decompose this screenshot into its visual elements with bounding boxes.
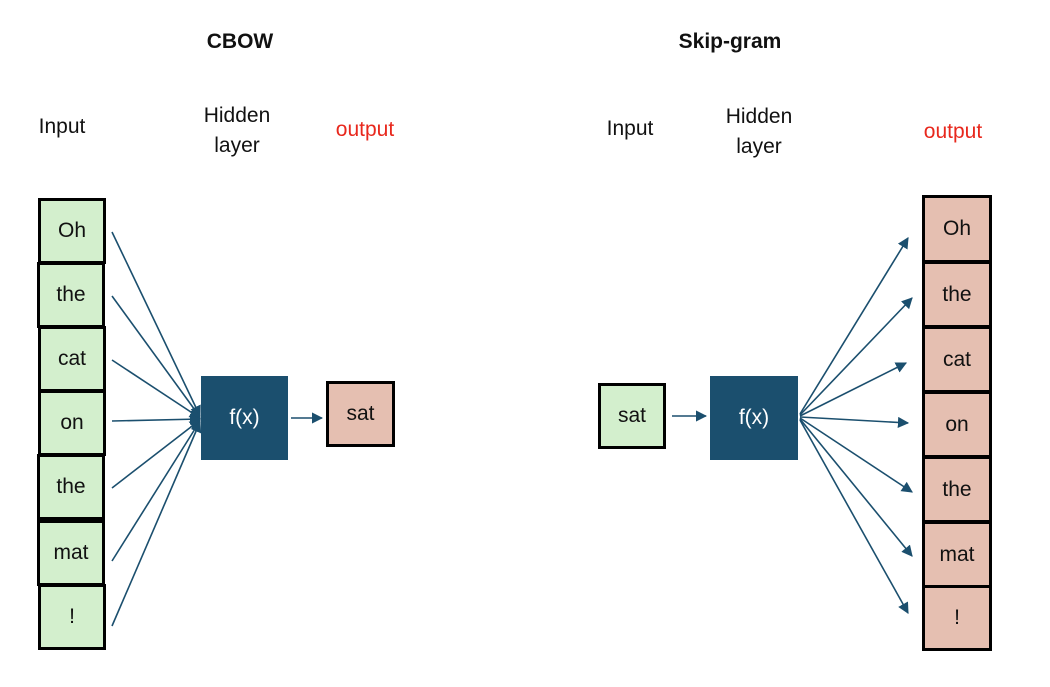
- cbow-input-word: on: [38, 390, 106, 456]
- skipgram-output-arrow: [799, 362, 908, 417]
- skipgram-output-word: !: [922, 585, 992, 651]
- skipgram-output-arrow: [799, 419, 909, 614]
- cbow-input-arrow: [111, 359, 201, 419]
- skipgram-output-arrow: [799, 416, 910, 429]
- cbow-input-arrow: [111, 420, 202, 627]
- skipgram-output-word: the: [922, 261, 992, 328]
- cbow-input-word: !: [38, 584, 106, 650]
- skipgram-hidden-label-line1: Hidden: [725, 105, 793, 128]
- skipgram-input-label: Input: [606, 117, 654, 140]
- cbow-input-arrow: [111, 231, 201, 418]
- cbow-output-label: output: [335, 118, 395, 141]
- cbow-input-arrow: [111, 420, 201, 562]
- skipgram-output-arrow: [799, 418, 913, 557]
- skipgram-output-arrow: [799, 417, 913, 493]
- skipgram-output-arrow: [799, 297, 913, 416]
- cbow-input-arrow: [111, 419, 201, 489]
- cbow-title: CBOW: [206, 30, 274, 53]
- skipgram-output-word: Oh: [922, 195, 992, 263]
- cbow-hidden-label-line2: layer: [214, 134, 260, 157]
- cbow-hidden-label: Hidden layer: [187, 101, 287, 161]
- cbow-input-label: Input: [38, 115, 86, 138]
- skipgram-hidden-label-line2: layer: [736, 135, 782, 158]
- skipgram-output-word: cat: [922, 326, 992, 393]
- cbow-input-word: Oh: [38, 198, 106, 264]
- skipgram-title: Skip-gram: [678, 30, 782, 53]
- skipgram-hidden-function: f(x): [710, 376, 798, 460]
- cbow-input-arrow: [111, 295, 201, 418]
- skipgram-hidden-label: Hidden layer: [709, 102, 809, 162]
- skipgram-input-word: sat: [598, 383, 666, 449]
- cbow-hidden-function: f(x): [201, 376, 288, 460]
- cbow-input-arrow: [111, 413, 202, 425]
- cbow-output-word: sat: [326, 381, 395, 447]
- skipgram-output-label: output: [923, 120, 983, 143]
- cbow-hidden-label-line1: Hidden: [203, 104, 271, 127]
- skipgram-output-arrow: [799, 237, 909, 415]
- cbow-input-word: the: [37, 454, 105, 520]
